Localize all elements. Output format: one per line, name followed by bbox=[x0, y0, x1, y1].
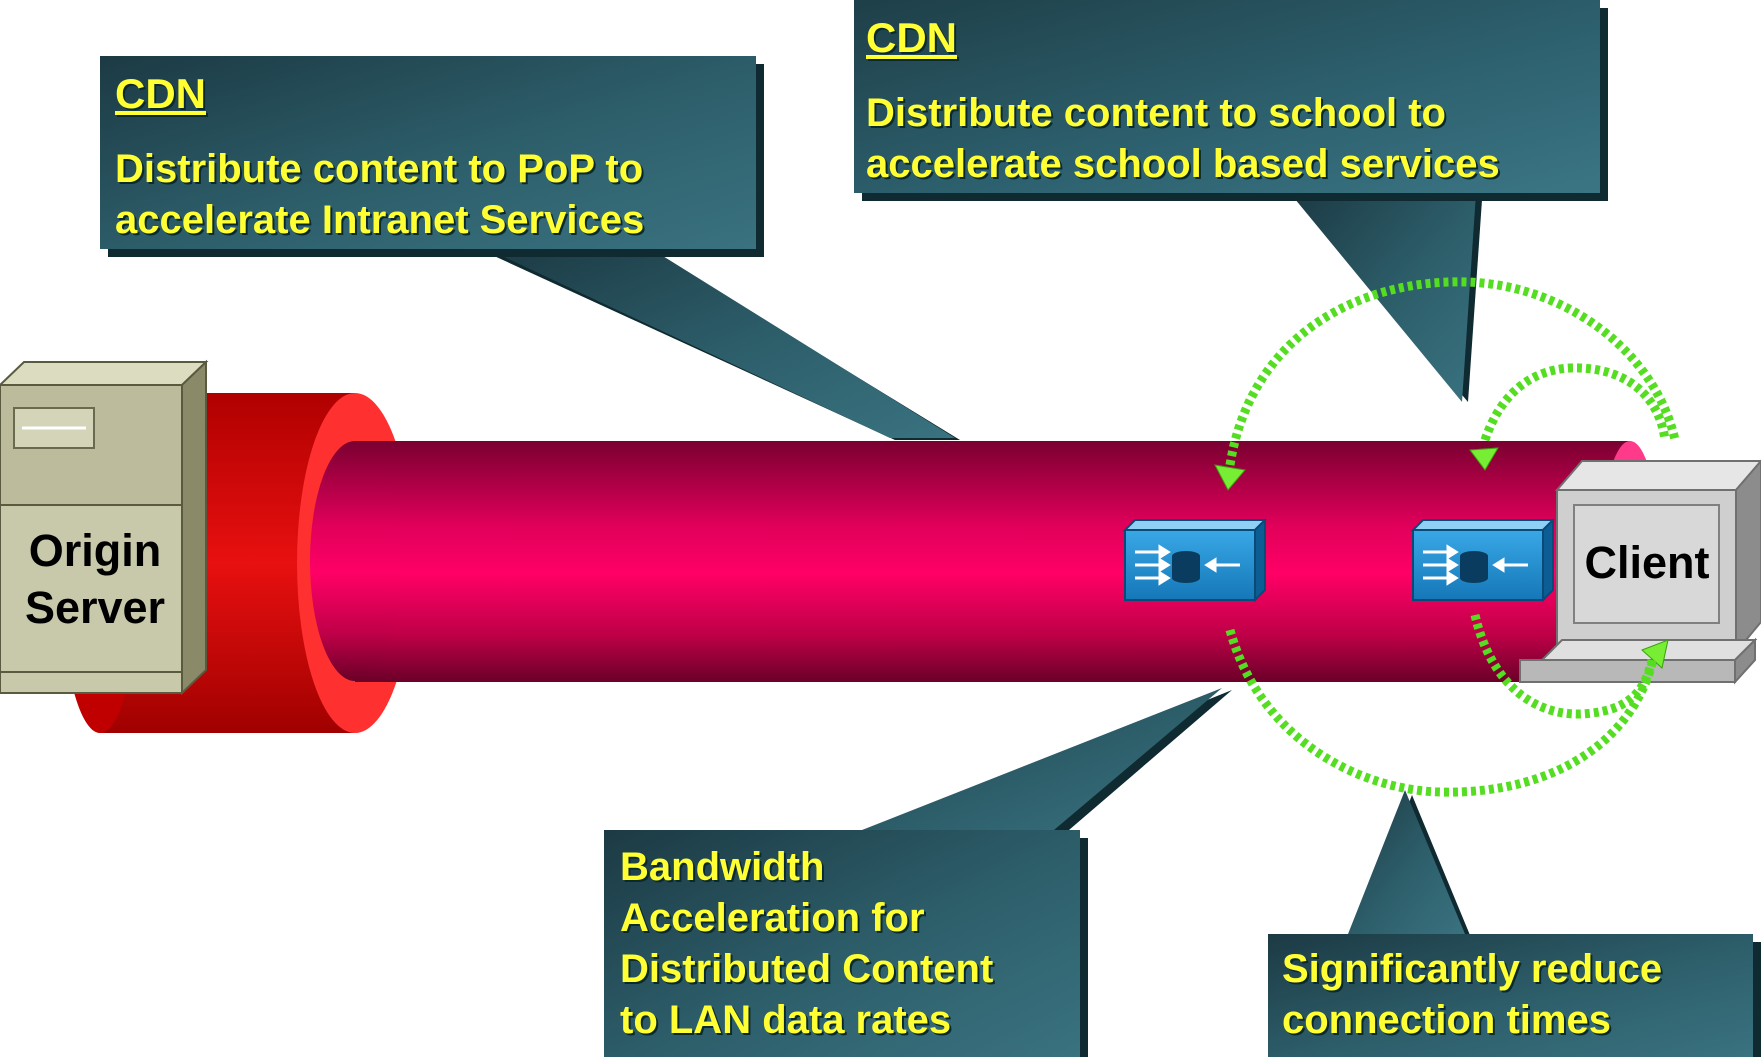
content-engine-icon bbox=[1122, 517, 1268, 603]
callout-school-heading: CDN bbox=[866, 14, 957, 61]
callout-bandwidth-line-2: Acceleration for bbox=[620, 896, 925, 940]
callout-connection bbox=[1268, 790, 1761, 1057]
callout-pop-heading: CDN bbox=[115, 70, 206, 117]
callout-connection-line-2: connection times bbox=[1282, 998, 1611, 1042]
callout-school bbox=[854, 0, 1608, 402]
callout-bandwidth-line-3: Distributed Content bbox=[620, 947, 994, 991]
callout-pop-line-1: Distribute content to PoP to bbox=[115, 147, 644, 191]
callout-pop bbox=[100, 56, 960, 440]
callout-school-line-1: Distribute content to school to bbox=[866, 91, 1446, 135]
client-label: Client bbox=[1584, 537, 1710, 588]
callout-pop-line-2: accelerate Intranet Services bbox=[115, 198, 645, 242]
origin-server-label-line-2: Server bbox=[24, 582, 166, 633]
callout-bandwidth-line-4: to LAN data rates bbox=[620, 998, 952, 1042]
origin-server-label-line-1: Origin bbox=[28, 525, 162, 576]
callout-bandwidth-line-1: Bandwidth bbox=[620, 845, 825, 889]
dotted-circular-arrow-icon bbox=[1214, 277, 1680, 797]
callout-connection-line-1: Significantly reduce bbox=[1282, 947, 1663, 991]
content-engine-icon bbox=[1410, 517, 1556, 603]
callout-bandwidth bbox=[604, 688, 1232, 1057]
callout-school-line-2: accelerate school based services bbox=[866, 142, 1500, 186]
server-icon bbox=[0, 359, 209, 696]
client-computer-icon bbox=[1519, 459, 1761, 685]
origin-server-label: Origin Server bbox=[0, 522, 190, 636]
